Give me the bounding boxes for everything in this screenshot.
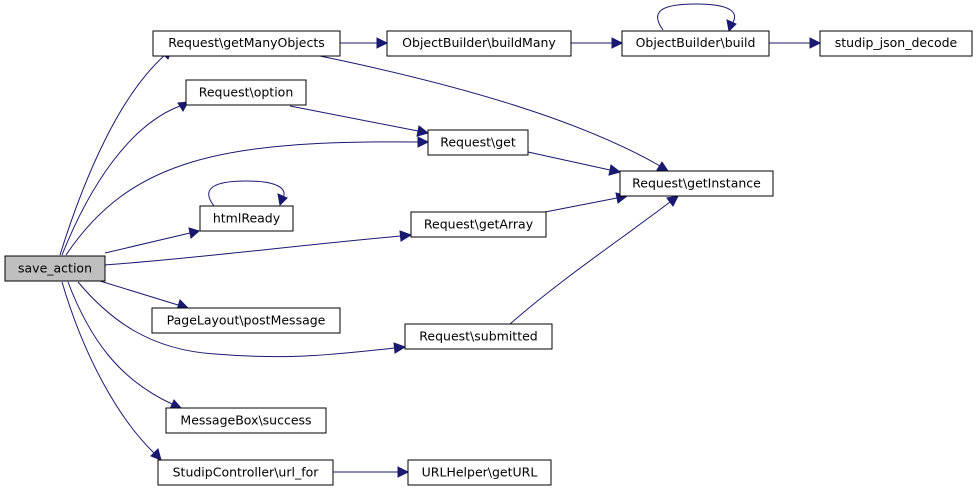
nodes: save_action Request\getManyObjects Reque… bbox=[4, 30, 973, 486]
node-label: Request\submitted bbox=[419, 329, 537, 344]
node-label: save_action bbox=[18, 261, 92, 276]
edge-save_action-htmlReady bbox=[104, 227, 201, 254]
node-label: Request\getManyObjects bbox=[168, 35, 325, 50]
edges bbox=[59, 3, 822, 478]
edge-option-get bbox=[289, 105, 430, 137]
node-json_decode[interactable]: studip_json_decode bbox=[819, 30, 973, 57]
edge-save_action-getArray bbox=[104, 230, 413, 266]
node-htmlReady[interactable]: htmlReady bbox=[199, 205, 294, 232]
node-label: htmlReady bbox=[213, 211, 281, 226]
edge-save_action-postMessage bbox=[99, 280, 190, 311]
node-buildMany[interactable]: ObjectBuilder\buildMany bbox=[386, 30, 572, 57]
node-label: ObjectBuilder\buildMany bbox=[402, 35, 556, 50]
node-submitted[interactable]: Request\submitted bbox=[404, 323, 553, 350]
node-label: StudipController\url_for bbox=[173, 465, 320, 480]
node-label: Request\get bbox=[440, 135, 516, 150]
edge-save_action-option bbox=[61, 101, 189, 256]
node-postMessage[interactable]: PageLayout\postMessage bbox=[151, 307, 341, 334]
node-label: MessageBox\success bbox=[180, 413, 311, 428]
node-get[interactable]: Request\get bbox=[427, 129, 529, 156]
node-label: ObjectBuilder\build bbox=[636, 35, 756, 50]
edge-build-json_decode bbox=[769, 37, 822, 49]
node-label: URLHelper\getURL bbox=[422, 465, 538, 480]
edge-buildMany-build bbox=[571, 37, 624, 49]
node-build[interactable]: ObjectBuilder\build bbox=[621, 30, 770, 57]
edge-save_action-get bbox=[65, 136, 430, 256]
edge-getManyObjects-buildMany bbox=[340, 37, 389, 49]
edge-save_action-getManyObjects bbox=[59, 48, 173, 256]
edge-submitted-getInstance bbox=[509, 195, 679, 325]
node-save_action[interactable]: save_action bbox=[4, 255, 106, 282]
node-success[interactable]: MessageBox\success bbox=[165, 407, 327, 434]
edge-save_action-url_for bbox=[61, 281, 162, 461]
edge-url_for-getURL bbox=[333, 466, 410, 478]
edge-save_action-submitted bbox=[77, 281, 407, 358]
node-label: studip_json_decode bbox=[835, 35, 958, 50]
edge-htmlReady-htmlReady bbox=[208, 180, 288, 207]
node-url_for[interactable]: StudipController\url_for bbox=[157, 459, 334, 486]
node-getManyObjects[interactable]: Request\getManyObjects bbox=[152, 30, 341, 57]
edge-build-build bbox=[657, 3, 737, 33]
node-option[interactable]: Request\option bbox=[185, 79, 307, 106]
node-getInstance[interactable]: Request\getInstance bbox=[619, 170, 774, 197]
node-label: Request\getArray bbox=[424, 217, 534, 232]
node-label: Request\getInstance bbox=[632, 176, 761, 191]
edge-getArray-getInstance bbox=[544, 192, 629, 213]
node-label: Request\option bbox=[199, 85, 294, 100]
node-getURL[interactable]: URLHelper\getURL bbox=[407, 459, 552, 486]
node-getArray[interactable]: Request\getArray bbox=[410, 211, 547, 238]
node-label: PageLayout\postMessage bbox=[167, 313, 326, 328]
edge-get-getInstance bbox=[527, 151, 622, 176]
